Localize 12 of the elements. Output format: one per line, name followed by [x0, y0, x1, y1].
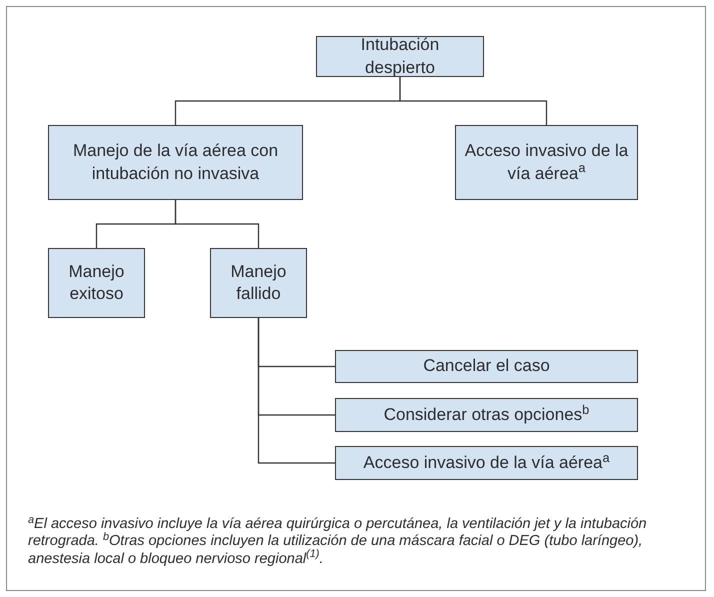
process-box: Acceso invasivo de la vía aérea$^{a}$	[455, 125, 638, 200]
process-box: Cancelar el caso	[335, 350, 638, 383]
process-box: Manejo de la vía aérea con intubación no invasiva	[48, 125, 303, 200]
process-box: Considerar otras opciones$^{b}$	[335, 398, 638, 432]
process-box: Manejo fallido	[210, 248, 307, 318]
footnote-text: $^{a}$El acceso invasivo incluye la vía aérea quirúrgica o percutánea, la ventilación jet y la intubación retrograda. $^{b}$Otras opciones incluyen la utilización de una máscara facial o DEG (tubo laríngeo), anestesia local o bloqueo nervioso regional$^{(1)}$.	[28, 516, 648, 568]
process-box: Intubación despierto	[316, 36, 484, 77]
connector-line	[399, 77, 548, 125]
connector-line	[258, 318, 335, 464]
connector-line	[174, 200, 260, 248]
process-box: Acceso invasivo de la vía aérea$^{a}$	[335, 446, 638, 480]
process-box: Manejo exitoso	[48, 248, 145, 318]
